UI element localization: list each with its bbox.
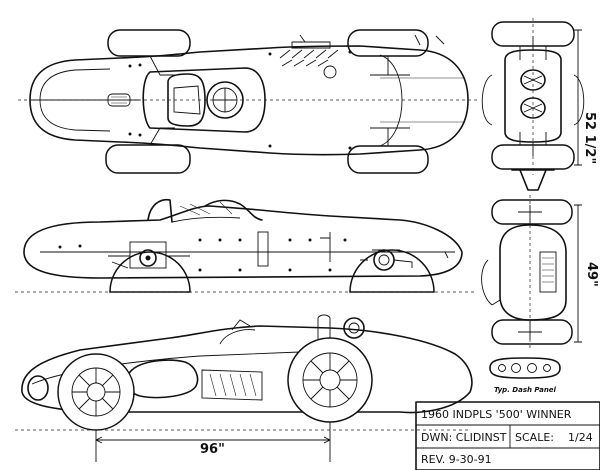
lower-front-wheel bbox=[57, 353, 135, 431]
top-left-rear-wheel bbox=[347, 29, 429, 57]
side-view-middle bbox=[15, 198, 475, 293]
dash-panel-caption: Typ. Dash Panel bbox=[494, 386, 557, 394]
top-right-front-wheel bbox=[105, 144, 191, 174]
track-dimension-line bbox=[574, 29, 582, 166]
top-left-front-wheel bbox=[107, 29, 191, 57]
title-block-title: 1960 INDPLS '500' WINNER bbox=[421, 408, 572, 421]
title-block-revision: REV. 9-30-91 bbox=[421, 453, 492, 466]
lower-rear-wheel bbox=[287, 337, 373, 423]
side-view-body bbox=[23, 205, 463, 279]
height-dimension-line bbox=[574, 204, 582, 343]
rear-view bbox=[481, 195, 582, 350]
wheelbase-dimension-label: 96" bbox=[200, 442, 225, 457]
side-view-bottom bbox=[21, 314, 473, 462]
top-view bbox=[18, 29, 480, 174]
top-view-rivets bbox=[128, 50, 352, 150]
title-block-scale-label: SCALE: bbox=[515, 431, 554, 444]
title-block bbox=[415, 401, 600, 470]
title-block-scale-value: 1/24 bbox=[568, 431, 593, 444]
wheelbase-dimension-line bbox=[95, 422, 331, 462]
dash-panel-detail bbox=[489, 357, 561, 379]
front-view bbox=[481, 18, 585, 191]
height-dimension-label: 49" bbox=[584, 262, 599, 287]
side-view-rivets bbox=[58, 238, 347, 272]
title-block-drawn-by: DWN: CLIDINST bbox=[421, 431, 507, 444]
track-dimension-label: 52 1/2" bbox=[582, 112, 597, 164]
